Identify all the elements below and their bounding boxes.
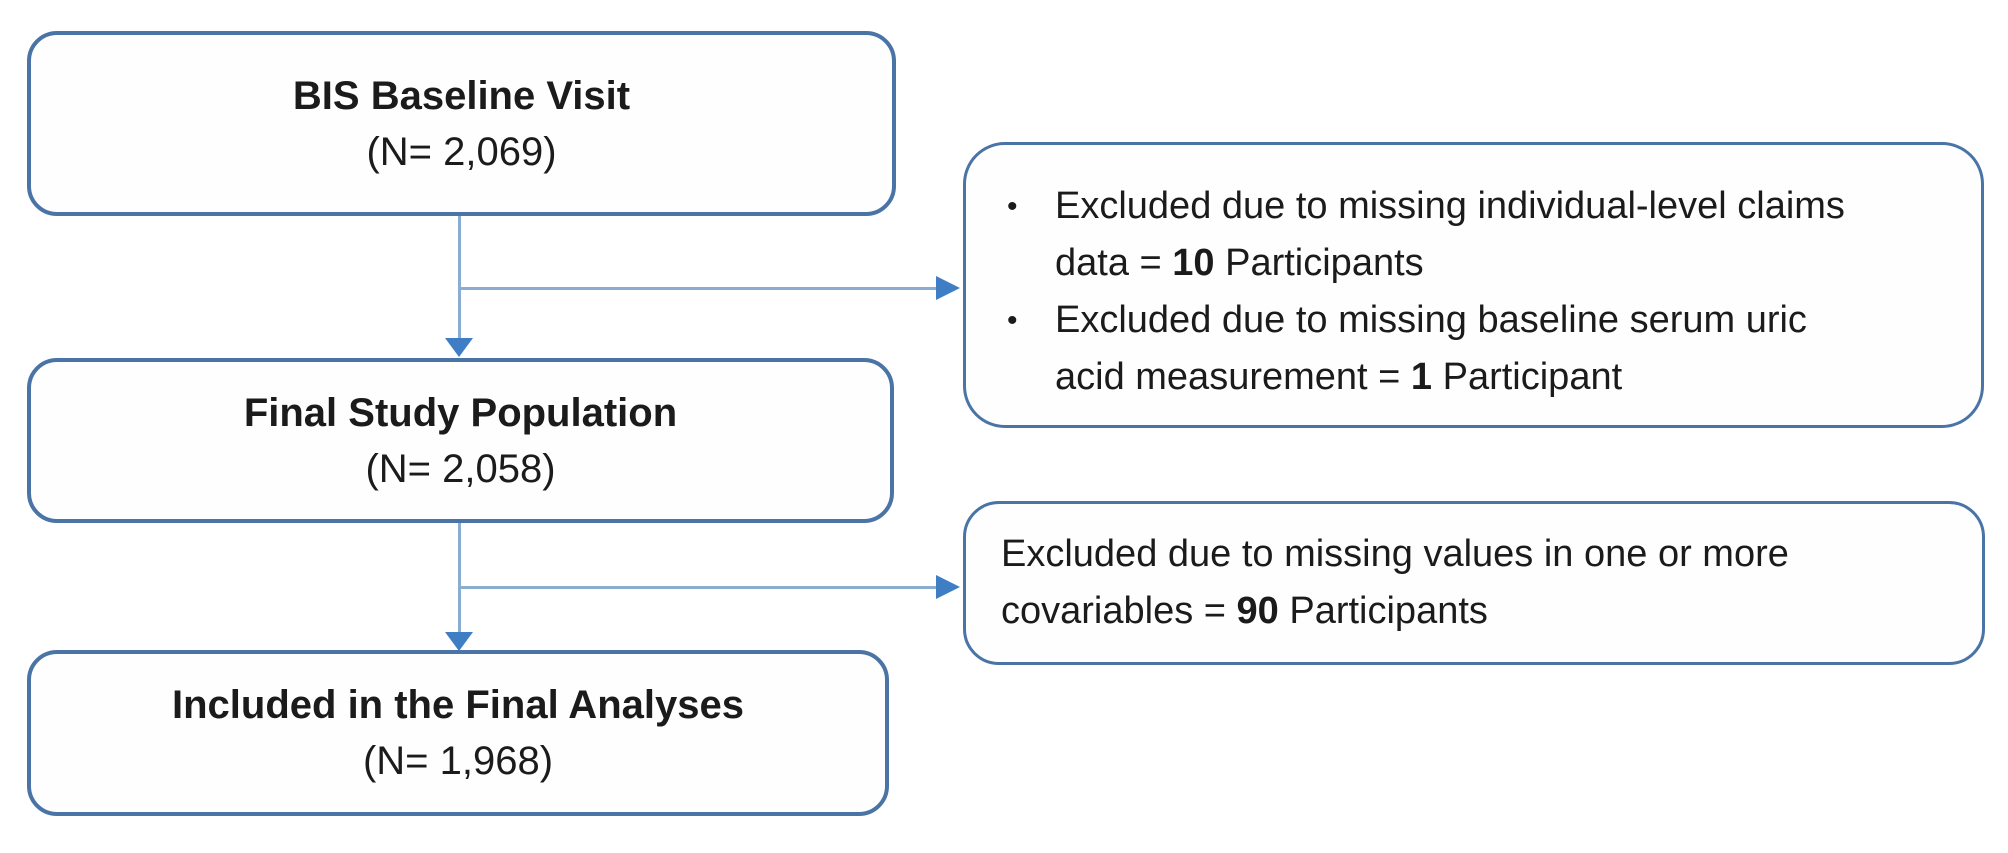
exclusion-text-line1: Excluded due to missing values in one or…: [1001, 533, 1789, 575]
connector-line-vertical-2: [458, 523, 461, 634]
box-included-final-analyses: Included in the Final Analyses (N= 1,968…: [27, 650, 889, 816]
box-n-count: (N= 2,069): [366, 129, 557, 174]
exclusion-text: Excluded due to missing individual-level…: [1055, 178, 1951, 292]
exclusion-text-line2: acid measurement =: [1055, 356, 1411, 398]
arrow-right-icon: [936, 575, 960, 599]
connector-line-horizontal-2: [459, 586, 937, 589]
box-title: Final Study Population: [243, 390, 678, 435]
exclusion-count: 10: [1172, 242, 1215, 284]
box-exclusion-covariables: Excluded due to missing values in one or…: [963, 501, 1985, 665]
exclusion-text-line2-end: Participants: [1278, 590, 1488, 632]
box-n-count: (N= 1,968): [362, 739, 554, 783]
bullet-icon: •: [1007, 190, 1018, 223]
box-title: Included in the Final Analyses: [172, 683, 744, 727]
exclusion-text-line2-end: Participant: [1432, 356, 1623, 398]
arrow-down-icon: [445, 632, 473, 651]
connector-line-vertical-1: [458, 216, 461, 340]
exclusion-text-line2-end: Participants: [1214, 242, 1424, 284]
box-title: BIS Baseline Visit: [292, 73, 631, 118]
list-item: • Excluded due to missing individual-lev…: [1007, 178, 1951, 292]
exclusion-text-line1: Excluded due to missing baseline serum u…: [1055, 299, 1807, 341]
box-n-count: (N= 2,058): [365, 446, 556, 491]
box-exclusions-claims-uric-acid: • Excluded due to missing individual-lev…: [963, 142, 1984, 428]
connector-line-horizontal-1: [459, 287, 937, 290]
bullet-icon: •: [1007, 304, 1018, 337]
list-item: • Excluded due to missing baseline serum…: [1007, 292, 1951, 406]
exclusion-text-line1: Excluded due to missing individual-level…: [1055, 185, 1845, 227]
box-final-study-population: Final Study Population (N= 2,058): [27, 358, 894, 523]
exclusion-bullet-list: • Excluded due to missing individual-lev…: [1007, 178, 1951, 406]
exclusion-text-line2: covariables =: [1001, 590, 1237, 632]
exclusion-count: 90: [1236, 590, 1279, 632]
arrow-down-icon: [445, 338, 473, 357]
exclusion-text: Excluded due to missing baseline serum u…: [1055, 292, 1951, 406]
exclusion-text: Excluded due to missing values in one or…: [1001, 526, 1952, 640]
exclusion-count: 1: [1410, 356, 1433, 398]
box-bis-baseline-visit: BIS Baseline Visit (N= 2,069): [27, 31, 896, 216]
arrow-right-icon: [936, 276, 960, 300]
exclusion-text-line2: data =: [1055, 242, 1173, 284]
